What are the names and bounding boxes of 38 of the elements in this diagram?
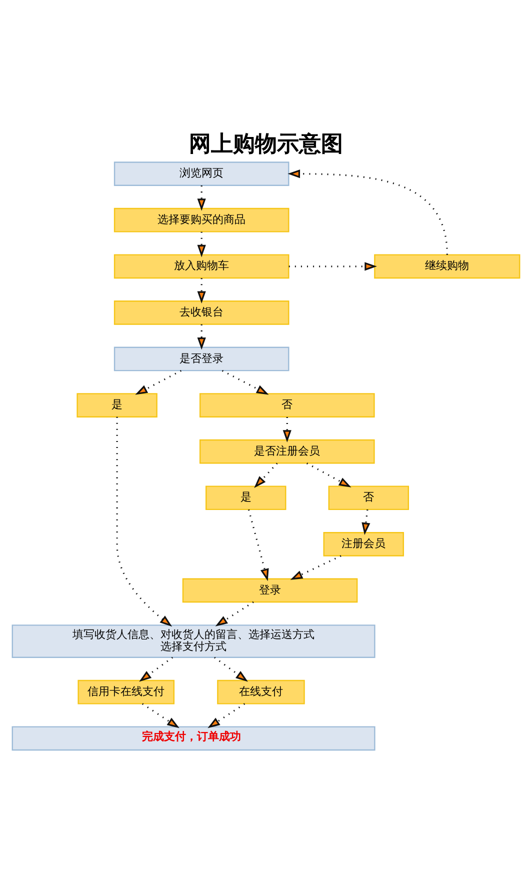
node-box: 是否注册会员: [199, 439, 375, 464]
arrow: [248, 509, 269, 582]
node-box: 继续购物: [374, 254, 520, 279]
node-box: 登录: [182, 578, 358, 603]
arrow: [362, 510, 370, 535]
arrow: [116, 416, 172, 627]
arrow: [288, 262, 377, 271]
arrow: [282, 417, 292, 442]
node-box: 是: [76, 393, 158, 418]
arrow: [197, 278, 206, 304]
arrow: [197, 232, 206, 258]
node-box: 填写收货人信息、对收货人的留言、选择运送方式 选择支付方式: [12, 624, 376, 658]
node-box: 是: [206, 486, 286, 510]
arrow: [142, 703, 180, 728]
arrow: [197, 186, 206, 211]
arrow: [290, 555, 342, 580]
arrow: [208, 703, 246, 728]
arrow: [139, 656, 174, 682]
node-box: 完成支付，订单成功: [12, 726, 376, 751]
arrow: [214, 656, 248, 682]
node-box: 放入购物车: [114, 254, 290, 279]
diagram-title: 网上购物示意图: [189, 130, 344, 157]
node-box: 去收银台: [114, 300, 290, 325]
node-box: 否: [328, 486, 409, 510]
node-box: 否: [199, 393, 375, 418]
node-box: 浏览网页: [114, 162, 290, 186]
node-box: 是否登录: [114, 346, 290, 372]
arrow: [135, 370, 182, 395]
arrow: [215, 601, 254, 626]
node-box: 选择要购买的商品: [114, 208, 290, 232]
arrow: [306, 462, 352, 488]
node-box: 注册会员: [323, 532, 404, 556]
node-box: 信用卡在线支付: [78, 680, 175, 704]
arrow: [197, 324, 206, 350]
arrow: [288, 170, 448, 255]
arrow: [254, 462, 278, 488]
arrow: [222, 370, 269, 395]
node-box: 在线支付: [217, 680, 305, 704]
